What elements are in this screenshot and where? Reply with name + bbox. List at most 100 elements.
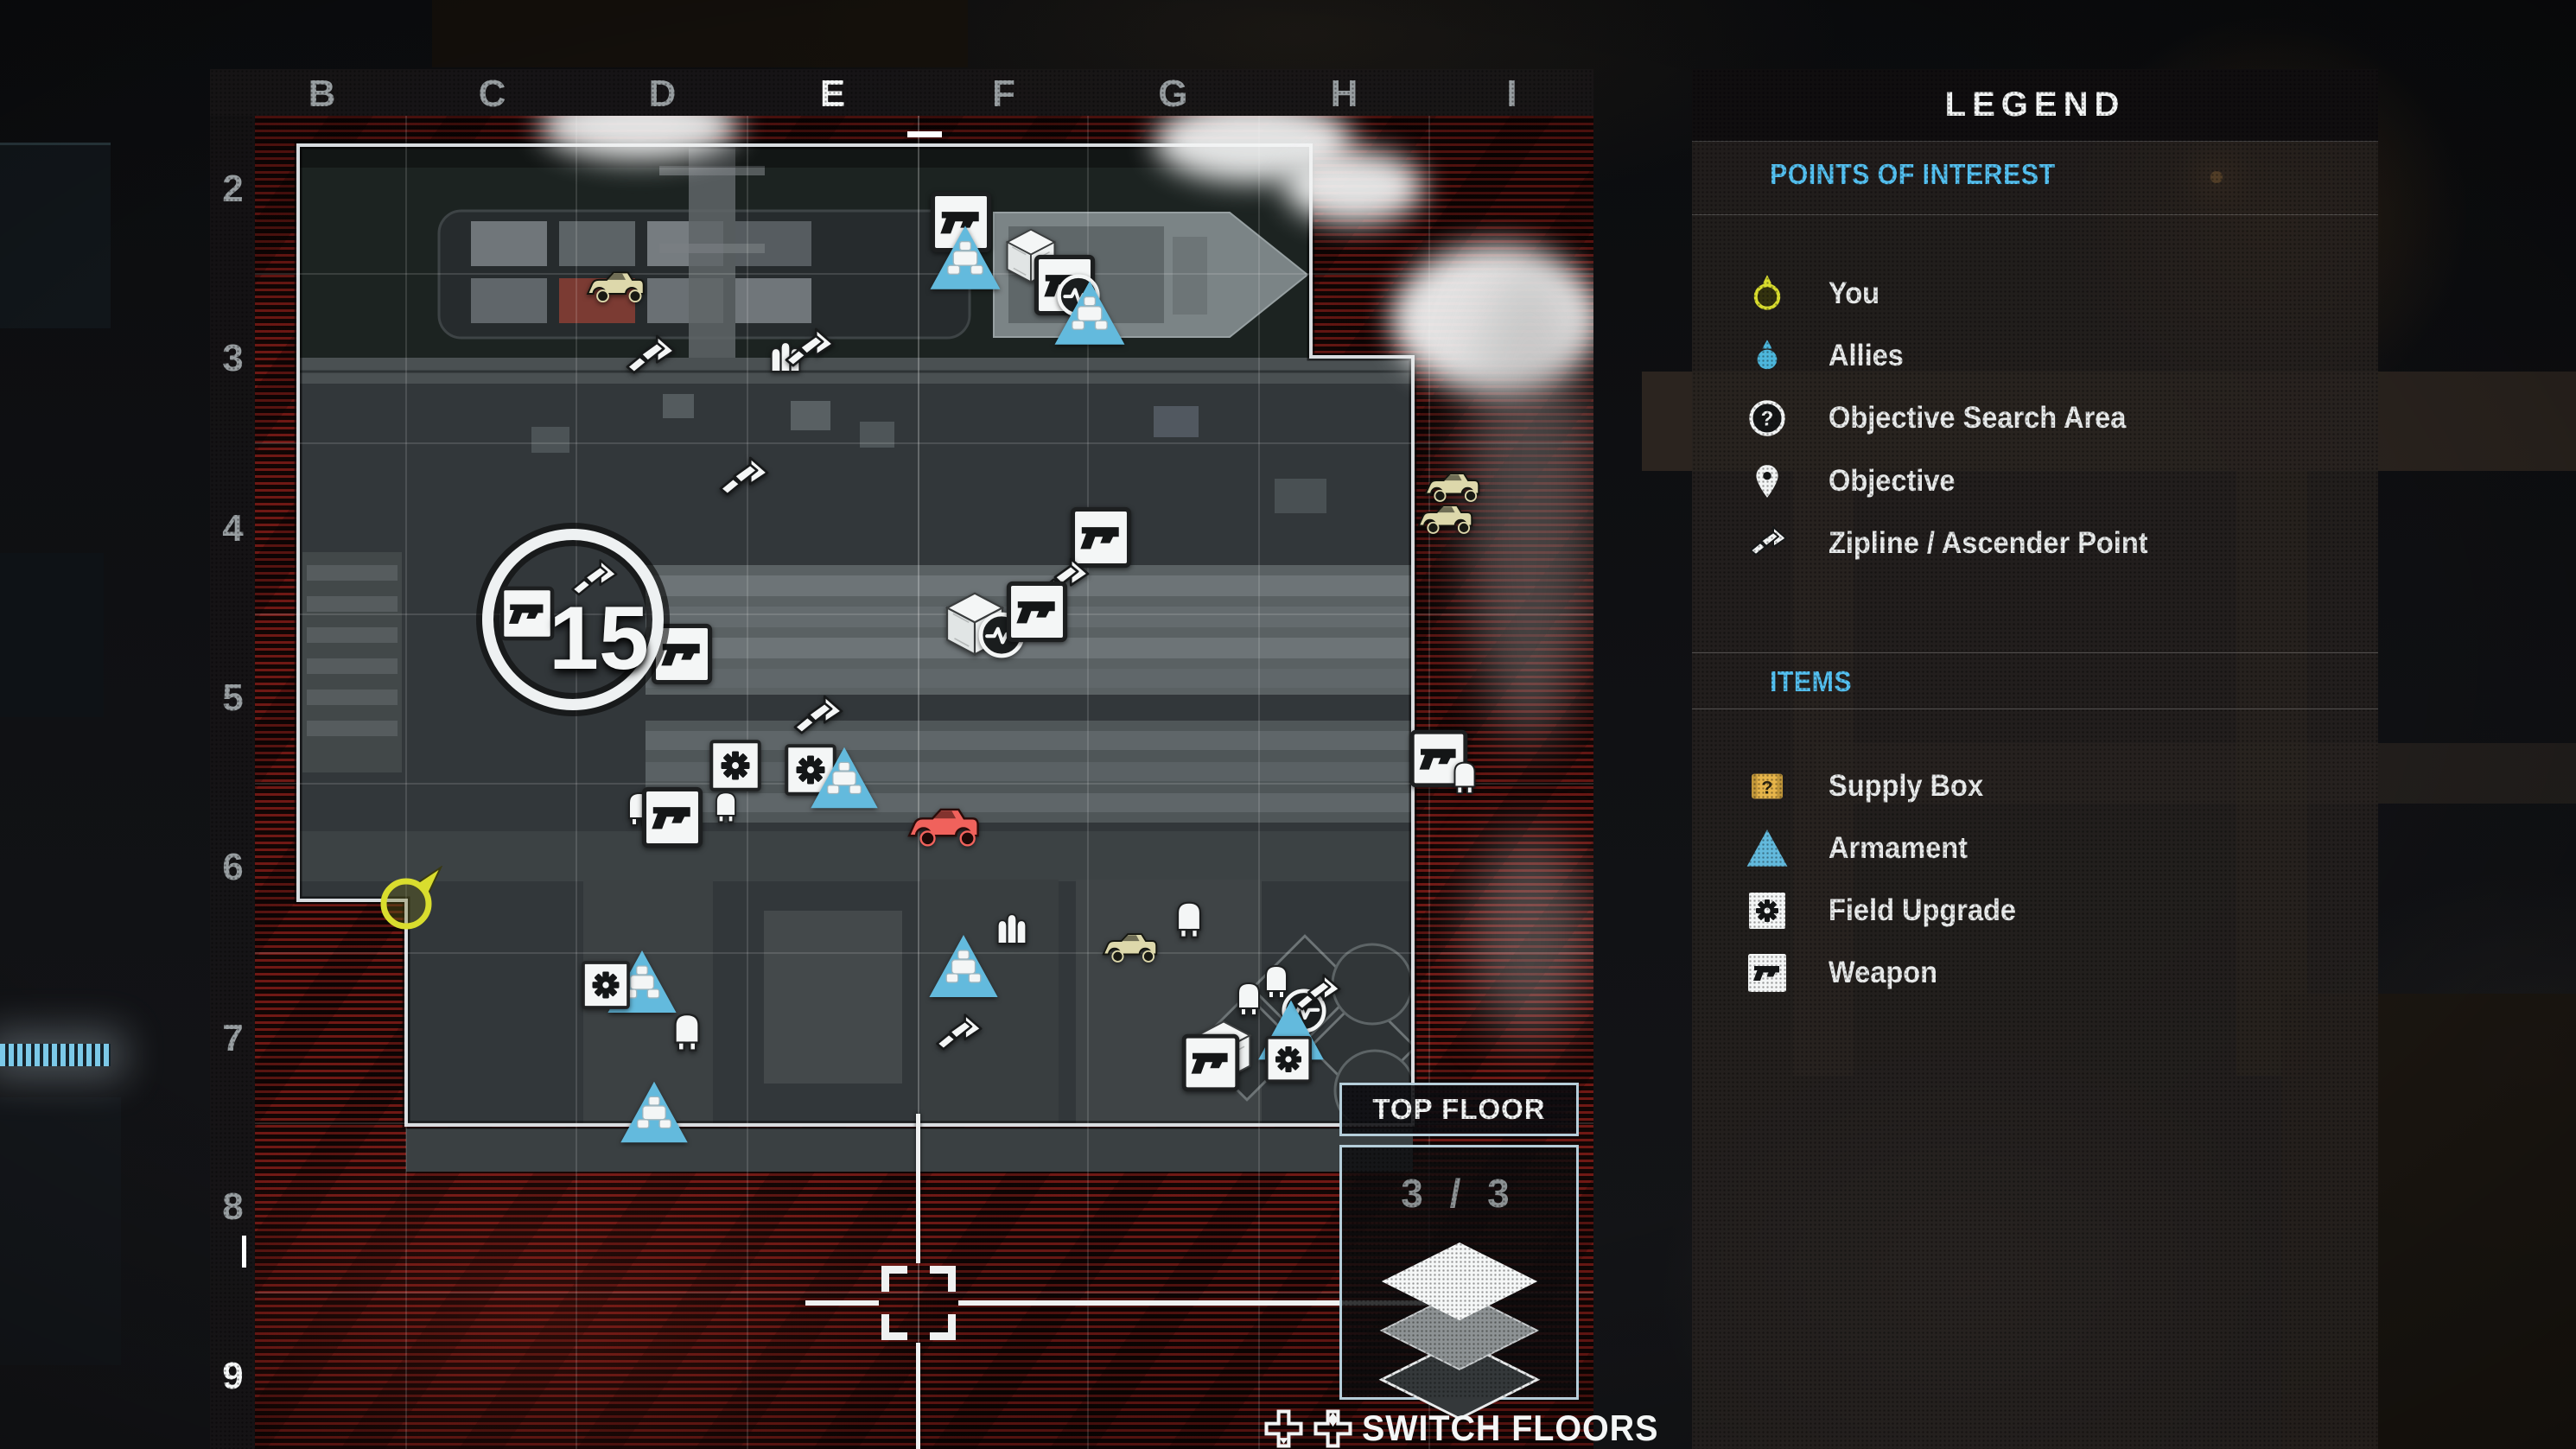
weapon-icon (1746, 951, 1789, 995)
weapon-marker (929, 190, 993, 254)
hud-progress-bar (0, 1044, 111, 1066)
zipline-marker (1289, 969, 1343, 1022)
crosshair-bracket (881, 1266, 907, 1292)
legend-panel: LEGEND POINTS OF INTEREST You Allies (1692, 69, 2378, 1449)
divider (1692, 214, 2378, 215)
you-icon (1747, 274, 1787, 314)
legend-item-supply-box: ? Supply Box (1692, 755, 2378, 817)
map-marker-layer (255, 116, 1593, 1449)
grid-row-label: 2 (222, 168, 245, 210)
legend-item-label: Field Upgrade (1829, 893, 2017, 927)
legend-item-you: You (1692, 263, 2378, 325)
floor-name-label: TOP FLOOR (1372, 1093, 1546, 1125)
legend-item-label: You (1829, 276, 1880, 310)
zipline-marker (931, 1008, 984, 1062)
dpad-up-icon (1313, 1408, 1352, 1448)
crosshair-bracket (930, 1266, 956, 1292)
weapon-marker (1069, 505, 1133, 569)
crosshair-bracket (881, 1314, 907, 1340)
plate-marker (1227, 976, 1270, 1019)
grid-column-label: H (1330, 73, 1359, 115)
weapon-marker (1005, 580, 1069, 644)
legend-item-objective: Objective (1692, 450, 2378, 512)
legend-item-allies: Allies (1692, 325, 2378, 387)
floor-layers-icon (1375, 1241, 1544, 1420)
grid-row-label: 6 (222, 846, 245, 888)
vehicle-tan-marker (1415, 500, 1479, 537)
divider (1692, 652, 2378, 653)
crosshair-line (916, 1114, 920, 1263)
armament-gadget-marker (806, 740, 882, 816)
legend-item-label: Objective (1829, 464, 1956, 498)
armament-gadget-marker (925, 218, 1005, 297)
zipline-marker (779, 322, 836, 379)
section-title-items: ITEMS (1770, 665, 1853, 697)
ammo-marker (987, 906, 1037, 956)
supply-box-icon: ? (1746, 766, 1788, 807)
grid-row-label: 3 (222, 337, 245, 379)
grid-row-label: 9 (222, 1355, 245, 1397)
svg-text:?: ? (1761, 407, 1774, 430)
zipline-marker (788, 690, 845, 747)
legend-title: LEGEND (1944, 86, 2126, 124)
weapon-marker (1180, 1033, 1241, 1093)
armament-gadget-marker (1050, 273, 1129, 353)
objective-search-area-icon: ? (1746, 397, 1788, 439)
section-title-points-of-interest: POINTS OF INTEREST (1770, 158, 2056, 190)
vehicle-tan-marker (1100, 929, 1164, 966)
armament-gadget-marker (616, 1074, 692, 1150)
background-containers (0, 143, 111, 328)
legend-item-label: Allies (1829, 339, 1904, 372)
switch-floors-label: SWITCH FLOORS (1362, 1408, 1659, 1448)
legend-item-armament: Armament (1692, 817, 2378, 880)
vehicle-red-marker (905, 803, 988, 851)
grid-row-label: 8 (222, 1185, 245, 1228)
armament-gadget-marker (925, 927, 1002, 1005)
vehicle-tan-marker (584, 267, 652, 306)
armament-icon (1745, 826, 1790, 871)
grid-row-label: 7 (222, 1017, 245, 1059)
upgrade-marker (782, 741, 839, 798)
field-upgrade-icon (1746, 889, 1789, 932)
weapon-marker (1409, 728, 1469, 789)
plate-marker (663, 1006, 711, 1054)
grid-column-label: E (819, 73, 847, 115)
crosshair-bracket (930, 1314, 956, 1340)
legend-item-field-upgrade: Field Upgrade (1692, 880, 2378, 942)
legend-item-weapon: Weapon (1692, 942, 2378, 1004)
switch-floors-button[interactable]: SWITCH FLOORS (1263, 1407, 1677, 1449)
legend-item-label: Weapon (1829, 956, 1938, 989)
weapon-icon (499, 585, 556, 642)
upgrade-marker (1263, 1033, 1314, 1085)
dpad-down-icon (1264, 1408, 1303, 1448)
upgrade-marker (707, 737, 764, 794)
cluster-count: 15 (549, 588, 649, 689)
weapon-marker (650, 622, 714, 686)
zipline-marker (620, 329, 677, 386)
grid-column-label: B (308, 73, 337, 115)
legend-item-label: Zipline / Ascender Point (1829, 526, 2148, 560)
grid-row-label: 4 (222, 507, 245, 550)
plate-marker (1255, 958, 1298, 1001)
legend-item-objective-search-area: ? Objective Search Area (1692, 387, 2378, 449)
legend-item-zipline: Zipline / Ascender Point (1692, 512, 2378, 575)
grid-column-label: D (648, 73, 677, 115)
crosshair-line (958, 1300, 1430, 1306)
plate-marker (1444, 755, 1485, 797)
floor-counter: 3 / 3 (1401, 1171, 1517, 1216)
zipline-icon (566, 554, 620, 607)
zipline-marker (714, 451, 771, 508)
background-containers (0, 553, 104, 717)
svg-text:?: ? (1761, 776, 1772, 798)
grid-column-label: F (992, 73, 1016, 115)
background-containers (0, 1097, 121, 1365)
zipline-icon (1746, 522, 1789, 565)
vehicle-tan-marker (1422, 468, 1486, 505)
legend-item-label: Objective Search Area (1829, 401, 2127, 435)
weapon-marker (640, 785, 704, 849)
player-you-marker (375, 865, 444, 935)
marker-cluster: 15 (482, 529, 664, 710)
